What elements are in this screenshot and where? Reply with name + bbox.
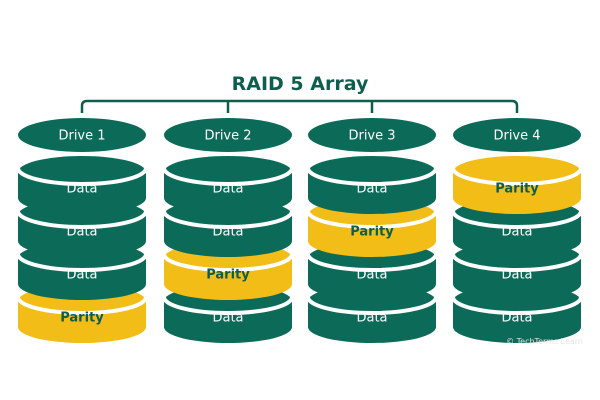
data-label: Data: [212, 182, 243, 197]
drive-top-cap: [453, 118, 581, 152]
data-block: Data: [306, 285, 438, 343]
data-label: Data: [66, 182, 97, 197]
parity-label: Parity: [206, 268, 250, 283]
drive-label: Drive 1: [58, 129, 105, 144]
parity-block: Parity: [451, 156, 583, 214]
data-block: Data: [306, 242, 438, 300]
drive-label: Drive 2: [204, 129, 251, 144]
block-separator: [451, 167, 583, 186]
data-label: Data: [501, 268, 532, 283]
data-block: Data: [16, 156, 148, 214]
parity-block: Parity: [16, 285, 148, 343]
block-separator: [451, 296, 583, 315]
data-block: Data: [162, 199, 294, 257]
watermark: © TechTerms Learn: [506, 337, 583, 346]
block-separator: [451, 210, 583, 229]
block-separator: [306, 253, 438, 272]
parity-label: Parity: [495, 182, 539, 197]
data-label: Data: [356, 268, 387, 283]
bracket-line: [80, 99, 519, 113]
data-block: Data: [16, 242, 148, 300]
data-block: Data: [162, 285, 294, 343]
block-separator: [162, 296, 294, 315]
block-separator: [162, 253, 294, 272]
block-separator: [306, 210, 438, 229]
block-separator: [451, 253, 583, 272]
block-separator: [16, 210, 148, 229]
data-block: Data: [306, 156, 438, 214]
parity-label: Parity: [60, 311, 104, 326]
drive-top-cap: [18, 118, 146, 152]
block-separator: [16, 296, 148, 315]
data-label: Data: [212, 225, 243, 240]
data-block: Data: [16, 199, 148, 257]
data-label: Data: [212, 311, 243, 326]
data-label: Data: [356, 182, 387, 197]
data-block: Data: [451, 242, 583, 300]
block-separator: [162, 210, 294, 229]
drive-label: Drive 3: [348, 129, 395, 144]
data-label: Data: [66, 268, 97, 283]
block-separator: [306, 296, 438, 315]
block-separator: [16, 167, 148, 186]
block-separator: [162, 167, 294, 186]
drive-top-cap: [308, 118, 436, 152]
drive-top-cap: [164, 118, 292, 152]
drive-label: Drive 4: [493, 129, 540, 144]
parity-label: Parity: [350, 225, 394, 240]
block-separator: [16, 253, 148, 272]
block-separator: [306, 167, 438, 186]
data-block: Data: [451, 199, 583, 257]
parity-block: Parity: [162, 242, 294, 300]
data-block: Data: [451, 285, 583, 343]
data-label: Data: [66, 225, 97, 240]
array-bracket: [80, 99, 519, 113]
data-label: Data: [356, 311, 387, 326]
parity-block: Parity: [306, 199, 438, 257]
data-block: Data: [162, 156, 294, 214]
data-label: Data: [501, 311, 532, 326]
data-label: Data: [501, 225, 532, 240]
diagram-title: RAID 5 Array: [232, 73, 369, 95]
